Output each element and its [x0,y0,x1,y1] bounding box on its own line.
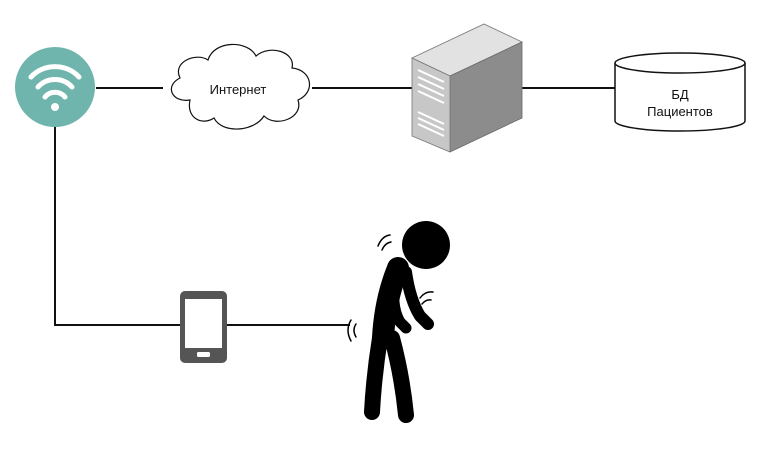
phone-home-button [197,352,210,357]
wifi-dot [51,103,59,111]
person-head [402,221,450,269]
person-arm-front [400,266,434,330]
cloud-icon [170,43,310,130]
wifi-icon [28,64,82,100]
server-node [411,23,523,153]
internet-node: Интернет [170,43,310,130]
wifi-node [15,47,95,127]
connections [54,87,615,326]
patient-node [347,221,450,423]
internet-label: Интернет [210,82,267,97]
database-label-line1: БД [671,87,689,102]
connector-wifi-phone [54,125,180,326]
database-top [614,52,746,74]
wifi-circle [15,47,95,127]
smartphone-icon [180,291,227,363]
database-body [614,63,746,132]
server-tower-icon [411,23,523,153]
database-node: БД Пациентов [614,52,746,132]
database-label-line2: Пациентов [647,104,713,119]
person-leg-front [384,330,414,423]
tremor-marks [347,234,434,342]
stooped-person-icon [347,221,450,423]
phone-node [180,291,227,363]
person-leg-back [364,330,388,420]
database-icon [614,52,746,132]
server-front-details [417,69,445,137]
phone-screen [185,299,222,348]
person-arm-back [388,269,412,334]
